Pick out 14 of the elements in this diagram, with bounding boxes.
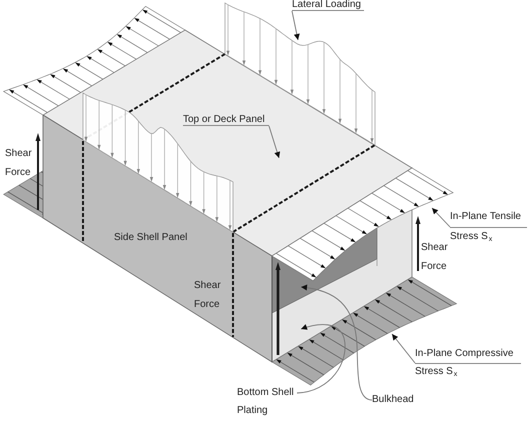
leader-line [268, 126, 280, 158]
leader-line [300, 284, 372, 400]
force-label: Shear Force [194, 279, 222, 312]
force-label: Shear Force [5, 147, 33, 180]
callout-label: Top or Deck Panel [183, 114, 269, 126]
leader-line [432, 208, 450, 228]
leader-line [392, 334, 416, 364]
part-label: Side Shell Panel [114, 232, 188, 244]
callout-label: Bulkhead [372, 394, 416, 406]
leader-line [292, 10, 300, 40]
force-label: Shear Force [421, 241, 449, 274]
leader-line [296, 324, 346, 394]
callout-label: Bottom Shell Plating [237, 384, 297, 420]
callout-label: Lateral Loading [292, 0, 364, 11]
